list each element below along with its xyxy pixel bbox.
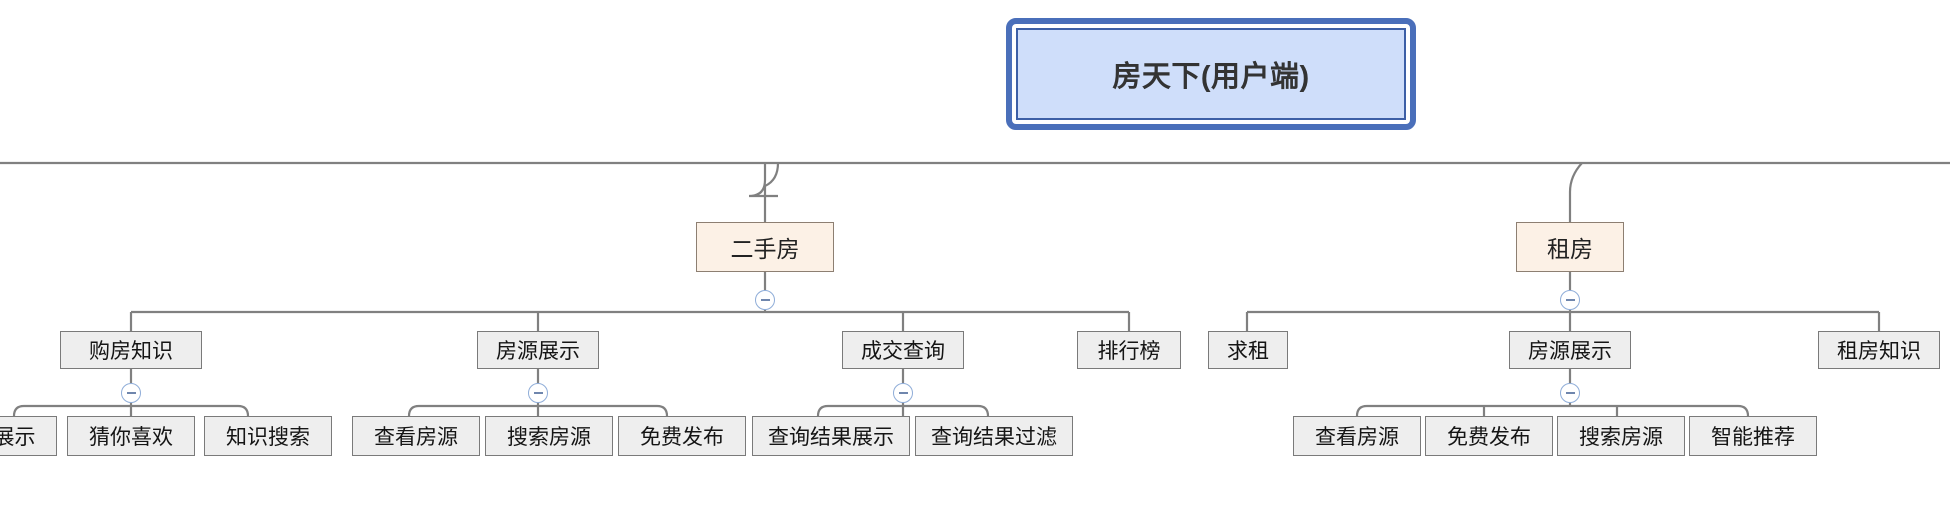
- toggle-goufangzhishi[interactable]: [121, 383, 141, 403]
- toggle-fangyuanzhanshi-ershou[interactable]: [528, 383, 548, 403]
- node-root[interactable]: 房天下(用户端): [1016, 28, 1406, 120]
- root-selection-outline: [1006, 18, 1416, 130]
- node-chaxunjieguozhanshi[interactable]: 查询结果展示: [752, 416, 910, 456]
- toggle-chengjiaochaxun[interactable]: [893, 383, 913, 403]
- node-sousuofangyuan-zufang[interactable]: 搜索房源: [1557, 416, 1685, 456]
- node-zufangzhishi[interactable]: 租房知识: [1818, 331, 1940, 369]
- node-zhanshi[interactable]: 展示: [0, 416, 57, 456]
- node-paihangbang[interactable]: 排行榜: [1077, 331, 1181, 369]
- toggle-fangyuanzhanshi-zufang[interactable]: [1560, 383, 1580, 403]
- node-chakanfangyuan-zufang[interactable]: 查看房源: [1293, 416, 1421, 456]
- node-zufang[interactable]: 租房: [1516, 222, 1624, 272]
- node-goufangzhishi[interactable]: 购房知识: [60, 331, 202, 369]
- toggle-zufang[interactable]: [1560, 290, 1580, 310]
- node-fangyuanzhanshi-ershou[interactable]: 房源展示: [477, 331, 599, 369]
- node-fangyuanzhanshi-zufang[interactable]: 房源展示: [1509, 331, 1631, 369]
- toggle-ershoufang[interactable]: [755, 290, 775, 310]
- node-chengjiaochaxun[interactable]: 成交查询: [842, 331, 964, 369]
- node-zhishisousuo[interactable]: 知识搜索: [204, 416, 332, 456]
- node-mianfeifabu-zufang[interactable]: 免费发布: [1425, 416, 1553, 456]
- node-mianfeifabu-ershou[interactable]: 免费发布: [618, 416, 746, 456]
- node-chakanfangyuan-ershou[interactable]: 查看房源: [352, 416, 480, 456]
- node-chaxunjieguoguolv[interactable]: 查询结果过滤: [915, 416, 1073, 456]
- node-ershoufang[interactable]: 二手房: [696, 222, 834, 272]
- node-zhinengtuijian[interactable]: 智能推荐: [1689, 416, 1817, 456]
- node-cainixihuan[interactable]: 猜你喜欢: [67, 416, 195, 456]
- node-sousuofangyuan-ershou[interactable]: 搜索房源: [485, 416, 613, 456]
- node-qiuzu[interactable]: 求租: [1208, 331, 1288, 369]
